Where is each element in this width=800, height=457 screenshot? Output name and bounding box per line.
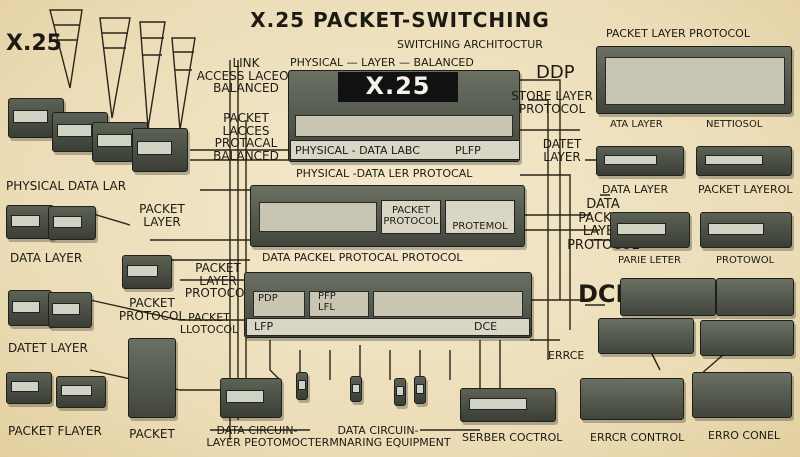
bottom-switch-panel-1 (253, 291, 305, 317)
right-device-6 (716, 278, 794, 316)
connector-4 (414, 376, 426, 404)
right-device-3 (610, 212, 690, 248)
label-packet-layerol: PACKET LAYEROL (698, 183, 793, 196)
label-dce-small: DCE (474, 320, 498, 333)
label-physical-layer-balanced: PHYSICAL — LAYER — BALANCED (290, 56, 474, 69)
middle-switch-panel-1 (381, 200, 441, 234)
bottom-switch-strip (246, 318, 530, 336)
label-packet-layer-protocol-left: PACKET LAYER PROTOCOL (184, 261, 252, 301)
label-data-circuin-2: DATA CIRCUIN- TERMNARING EQUIPMENT (308, 424, 451, 449)
label-erro-conel: ERRO CONEL (708, 429, 781, 442)
label-datet-layer-left: DATET LAYER (8, 341, 88, 355)
left-device-5 (6, 205, 54, 239)
connector-2 (350, 376, 362, 402)
label-physical-data-lar: PHYSICAL DATA LAR (6, 179, 127, 193)
label-parie-leter: PARIE LETER (618, 255, 681, 266)
label-pfp: PFP LFL (318, 291, 336, 313)
left-device-6 (48, 206, 96, 240)
terminal-1 (220, 378, 282, 418)
label-plfp: PLFP (455, 144, 481, 157)
label-packet-laces: PACKET LACCES PROTACAL BALANCED (213, 111, 279, 163)
monitor-1 (122, 255, 172, 289)
subtitle: SWITCHING ARCHITOCTUR (397, 38, 543, 51)
label-data-layer-right: DATA LAYER (602, 183, 669, 196)
label-link-access: LINK ACCESS LACEOL BALANCED (196, 56, 296, 96)
tower-server (128, 338, 176, 418)
label-packet-protocol-mid: PACKET PROTOCOL (383, 205, 439, 227)
left-device-8 (48, 292, 92, 328)
bottom-switch-ports (373, 291, 523, 317)
middle-switch-panel-2 (445, 200, 515, 234)
label-serber-coctrol: SERBER COCTROL (462, 431, 563, 444)
label-protemol: PROTEMOL (452, 221, 508, 232)
label-protowol: PROTOWOL (716, 255, 775, 266)
label-errcr-control: ERRCR CONTROL (590, 431, 685, 444)
top-switch-ports (295, 115, 513, 137)
right-device-7 (598, 318, 694, 354)
label-pdp: PDP (258, 293, 278, 304)
label-physical-data-lab: PHYSICAL - DATA LABC (295, 144, 420, 157)
label-packet-layer-left: PACKET LAYER (139, 202, 185, 229)
server-control-unit (460, 388, 556, 422)
label-physical-data-ler: PHYSICAL -DATA LER PROTOCAL (296, 167, 473, 180)
label-packet-layer-protocol-right: PACKET LAYER PROTOCOL (606, 27, 750, 40)
right-device-4 (700, 212, 792, 248)
label-errce: ERRCE (548, 349, 585, 362)
label-nettocol: NETTIOSOL (706, 119, 763, 130)
label-packet-protocol-left: PACKET PROTOCOL (118, 296, 186, 323)
corner-label: X.25 (6, 31, 62, 56)
right-rack-ports (605, 57, 785, 105)
label-packet-bottom: PACKET (129, 427, 175, 441)
label-packet-llotocol: PACKET LLOTOCOL (179, 311, 239, 336)
bottom-switch-panel-2 (309, 291, 369, 317)
left-device-10 (56, 376, 106, 408)
right-device-5 (620, 278, 716, 316)
right-device-1 (596, 146, 684, 176)
left-device-7 (8, 290, 52, 326)
right-device-2 (696, 146, 792, 176)
label-lfp: LFP (254, 320, 274, 333)
right-device-8 (700, 320, 794, 356)
label-ddp: DDP (536, 62, 575, 83)
page-title: X.25 PACKET-SWITCHING (250, 8, 550, 32)
top-switch-label-strip (290, 140, 520, 160)
label-datet-layer: DATET LAYER (542, 137, 582, 164)
middle-switch-ports (259, 202, 377, 232)
label-ata-layer: ATA LAYER (610, 119, 663, 130)
label-data-packel: DATA PACKEL PROTOCAL PROTOCOL (262, 251, 463, 264)
label-packet-flayer: PACKET FLAYER (8, 424, 102, 438)
connector-3 (394, 378, 406, 406)
right-rack-main (596, 46, 792, 114)
connector-1 (296, 372, 308, 400)
x25-badge: X.25 (338, 72, 458, 102)
label-store-layer: STORE LAYER PROTOCOL (511, 89, 593, 116)
left-device-4 (132, 128, 188, 172)
label-data-layer-left: DATA LAYER (10, 251, 83, 265)
label-data-circuin-1: DATA CIRCUIN- LAYER PEOTOMOC (206, 424, 308, 449)
right-device-10 (692, 372, 792, 418)
left-device-9 (6, 372, 52, 404)
middle-switch (250, 185, 525, 247)
right-device-9 (580, 378, 684, 420)
